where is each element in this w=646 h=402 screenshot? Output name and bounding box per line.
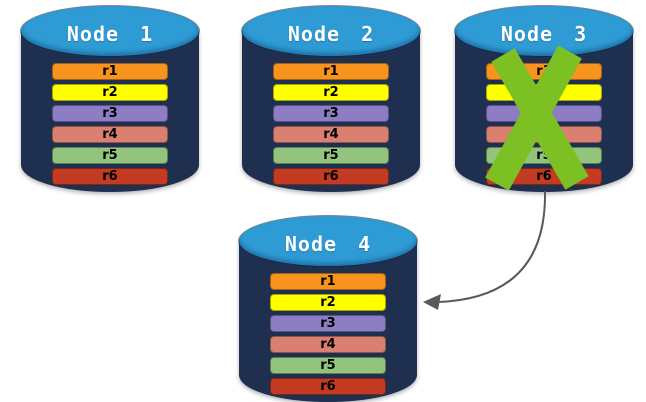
node-1-cylinder-top — [21, 6, 199, 56]
record-bar: r5 — [270, 357, 386, 374]
record-bar: r6 — [52, 168, 168, 185]
record-bar: r2 — [486, 84, 602, 101]
record-bar: r4 — [273, 126, 389, 143]
record-label: r1 — [323, 64, 339, 79]
record-label: r3 — [323, 106, 339, 121]
record-label: r3 — [320, 316, 336, 331]
record-label: r4 — [102, 127, 118, 142]
node-2-records: r1 r2 r3 r4 r5 r6 — [273, 63, 389, 189]
record-label: r6 — [323, 169, 339, 184]
record-label: r2 — [536, 85, 552, 100]
failover-arrow-curve — [437, 190, 547, 303]
node-4-label: Node 4 — [284, 232, 372, 256]
record-label: r5 — [102, 148, 118, 163]
record-bar: r6 — [486, 168, 602, 185]
record-label: r4 — [536, 127, 552, 142]
record-bar: r2 — [270, 294, 386, 311]
record-bar: r4 — [486, 126, 602, 143]
record-label: r2 — [320, 295, 336, 310]
record-bar: r1 — [52, 63, 168, 80]
node-2-cylinder-top — [242, 6, 420, 56]
record-bar: r2 — [273, 84, 389, 101]
record-bar: r4 — [270, 336, 386, 353]
record-bar: r1 — [273, 63, 389, 80]
record-bar: r5 — [486, 147, 602, 164]
record-label: r3 — [102, 106, 118, 121]
record-label: r5 — [323, 148, 339, 163]
failover-arrowhead-icon — [423, 294, 441, 310]
node-1-records: r1 r2 r3 r4 r5 r6 — [52, 63, 168, 189]
node-1: Node 1 r1 r2 r3 r4 r5 r6 — [21, 6, 199, 192]
record-label: r1 — [536, 64, 552, 79]
record-bar: r6 — [270, 378, 386, 395]
record-label: r1 — [102, 64, 118, 79]
record-bar: r1 — [486, 63, 602, 80]
record-bar: r5 — [52, 147, 168, 164]
record-label: r4 — [320, 337, 336, 352]
record-bar: r5 — [273, 147, 389, 164]
record-label: r5 — [320, 358, 336, 373]
record-bar: r3 — [270, 315, 386, 332]
record-bar: r2 — [52, 84, 168, 101]
record-bar: r4 — [52, 126, 168, 143]
record-label: r2 — [102, 85, 118, 100]
node-4: Node 4 r1 r2 r3 r4 r5 r6 — [239, 216, 417, 402]
record-label: r6 — [536, 169, 552, 184]
record-bar: r3 — [486, 105, 602, 122]
record-label: r1 — [320, 274, 336, 289]
node-1-label: Node 1 — [66, 22, 154, 46]
node-2: Node 2 r1 r2 r3 r4 r5 r6 — [242, 6, 420, 192]
node-3-records: r1 r2 r3 r4 r5 r6 — [486, 63, 602, 189]
node-2-label: Node 2 — [287, 22, 375, 46]
node-3-label: Node 3 — [500, 22, 588, 46]
record-bar: r3 — [273, 105, 389, 122]
record-label: r4 — [323, 127, 339, 142]
record-bar: r1 — [270, 273, 386, 290]
record-label: r3 — [536, 106, 552, 121]
node-4-records: r1 r2 r3 r4 r5 r6 — [270, 273, 386, 399]
record-bar: r3 — [52, 105, 168, 122]
record-bar: r6 — [273, 168, 389, 185]
record-label: r2 — [323, 85, 339, 100]
node-4-cylinder-top — [239, 216, 417, 266]
record-label: r6 — [102, 169, 118, 184]
record-label: r6 — [320, 379, 336, 394]
failover-arrow — [423, 190, 547, 310]
record-label: r5 — [536, 148, 552, 163]
node-3: Node 3 r1 r2 r3 r4 r5 r6 — [455, 6, 633, 192]
